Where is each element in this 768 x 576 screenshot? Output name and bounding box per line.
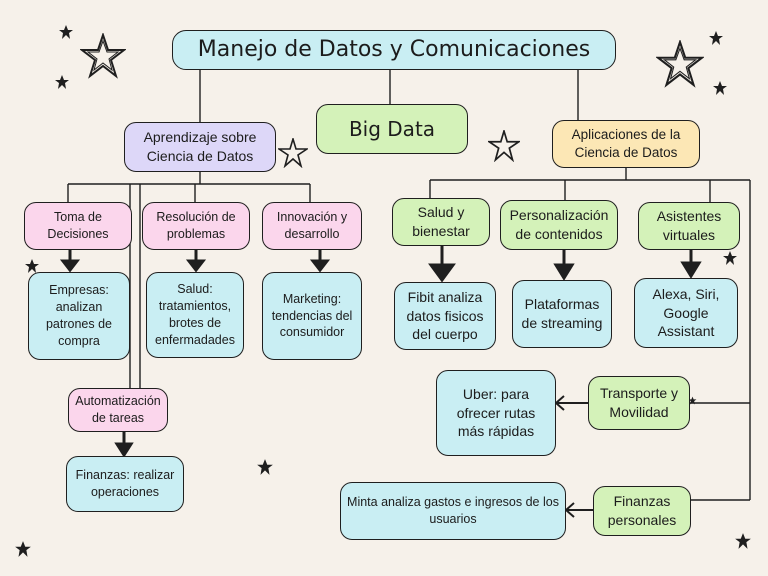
star-icon: [688, 396, 697, 405]
star-icon: [709, 31, 723, 45]
star-icon: [15, 541, 31, 557]
star-icon: [723, 251, 737, 265]
star-icon: [735, 533, 751, 549]
streaming-node: Plataformas de streaming: [512, 280, 612, 348]
innovation-node: Innovación y desarrollo: [262, 202, 362, 250]
assistants-examples-node: Alexa, Siri, Google Assistant: [634, 278, 738, 348]
health-wellness-node: Salud y bienestar: [392, 198, 490, 246]
personal-finance-node: Finanzas personales: [593, 486, 691, 536]
marketing-node: Marketing: tendencias del consumidor: [262, 272, 362, 360]
finance-operations-node: Finanzas: realizar operaciones: [66, 456, 184, 512]
diagram-title: Manejo de Datos y Comunicaciones: [172, 30, 616, 70]
learning-node: Aprendizaje sobre Ciencia de Datos: [124, 122, 276, 172]
health-node: Salud: tratamientos, brotes de enfermada…: [146, 272, 244, 358]
personalization-node: Personalización de contenidos: [500, 200, 618, 250]
fibit-node: Fibit analiza datos fisicos del cuerpo: [394, 282, 496, 350]
big-data-node: Big Data: [316, 104, 468, 154]
automation-node: Automatización de tareas: [68, 388, 168, 432]
minta-node: Minta analiza gastos e ingresos de los u…: [340, 482, 566, 540]
star-icon: [59, 25, 73, 39]
star-icon: [80, 33, 126, 79]
virtual-assistants-node: Asistentes virtuales: [638, 202, 740, 250]
uber-node: Uber: para ofrecer rutas más rápidas: [436, 370, 556, 456]
applications-node: Aplicaciones de la Ciencia de Datos: [552, 120, 700, 168]
companies-node: Empresas: analizan patrones de compra: [28, 272, 130, 360]
star-icon: [713, 81, 727, 95]
star-icon: [25, 259, 39, 273]
problem-solving-node: Resolución de problemas: [142, 202, 250, 250]
star-icon: [55, 75, 69, 89]
star-icon: [257, 459, 273, 475]
transport-node: Transporte y Movilidad: [588, 376, 690, 430]
decisions-node: Toma de Decisiones: [24, 202, 132, 250]
star-icon: [488, 130, 520, 162]
star-icon: [656, 40, 704, 88]
star-icon: [278, 138, 308, 168]
